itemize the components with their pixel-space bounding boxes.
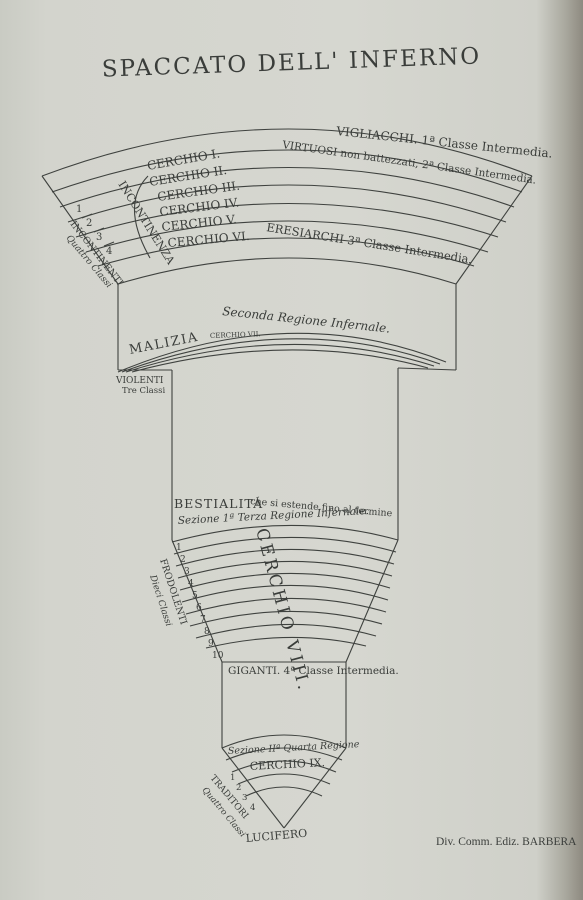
giudecca-class-4: 4 (250, 803, 255, 813)
class-number-1: 1 (76, 204, 82, 215)
bestialita-label: BESTIALITÁ (174, 496, 263, 511)
malebolge-left-edge (171, 539, 223, 663)
bolgia-arc (205, 636, 367, 649)
upper-hell-inner-arc (117, 257, 457, 285)
cocito-right-edge (283, 747, 347, 829)
bolgia-arc (185, 597, 387, 615)
class-number-3: 3 (96, 232, 102, 243)
ring-3 (67, 184, 507, 223)
class-number-4: 4 (106, 246, 112, 257)
class-number-2: 2 (86, 218, 92, 229)
cerchio-vii-arc-1 (117, 332, 447, 373)
incontinenza-bracket (133, 175, 151, 259)
upper-hell: CERCHIO I. CERCHIO II. CERCHIO III. CERC… (41, 124, 553, 290)
cocito-left-edge (221, 747, 285, 829)
upper-hell-right-edge (455, 175, 533, 285)
giudecca-class-2: 2 (236, 783, 241, 793)
class-divider (81, 213, 93, 219)
giganti-label: GIGANTI. 4ª Classe Intermedia. (228, 665, 399, 677)
ring-1 (51, 149, 523, 193)
bolgia-number-1: 1 (176, 543, 182, 553)
publisher-credit: Div. Comm. Ediz. BARBERA (436, 836, 577, 848)
bolgia-arc (181, 584, 389, 603)
bolgia-arc (171, 524, 399, 543)
cerchio-ix-arc (225, 747, 343, 761)
class-divider (93, 227, 105, 233)
bolgia-number-8: 8 (204, 627, 210, 637)
bolgia-number-9: 9 (208, 639, 214, 649)
cerchio-ix-arc (237, 773, 331, 785)
quarta-regione-label: Sezione IIª Quarta Regione (228, 739, 360, 757)
bolgia-number-10: 10 (212, 651, 224, 661)
bolgia-arc (173, 536, 397, 555)
cerchio-vii-label: CERCHIO VII. (210, 330, 261, 340)
malizia-base-right (397, 367, 457, 371)
class-divider (103, 241, 115, 247)
bolgia-number-5: 5 (192, 591, 198, 601)
violenti-label: VIOLENTI (115, 376, 164, 386)
malebolge-right-edge (345, 539, 399, 663)
upper-hell-left-edge (41, 175, 119, 285)
bolgia-number-6: 6 (196, 603, 202, 613)
malizia-region: MALIZIA Seconda Regione Infernale. CERCH… (115, 284, 457, 396)
cerchio-ix-label: CERCHIO IX. (249, 756, 325, 773)
upper-hell-outer-arc (41, 128, 533, 177)
malizia-label: MALIZIA (128, 330, 200, 358)
ring-4 (75, 203, 499, 238)
bolgia-number-7: 7 (200, 615, 206, 625)
eresiarchi-label: ERESIARCHI 3ª Classe Intermedia. (266, 220, 474, 266)
bolgia-number-3: 3 (184, 567, 190, 577)
giudecca-class-3: 3 (242, 793, 247, 803)
ring-6 (97, 237, 475, 267)
cerchio-ix-region: Sezione IIª Quarta Regione CERCHIO IX. 1… (200, 734, 360, 845)
bolgia-arc (177, 560, 393, 579)
tre-classi-label: Tre Classi (122, 386, 165, 396)
giudecca-class-1: 1 (230, 773, 235, 783)
ring-5 (85, 220, 489, 253)
bolgia-arc (189, 610, 383, 627)
cerchio-vii-arc-2 (121, 338, 441, 373)
bolgia-number-4: 4 (188, 579, 194, 589)
violenti-shaft: BESTIALITÁ che si estende fino al termin… (171, 368, 399, 540)
cerchio-vii-arc-3 (125, 343, 435, 373)
cerchio-ix-arc (221, 734, 347, 749)
bolgia-arc (175, 548, 395, 567)
bolgia-number-2: 2 (180, 555, 186, 565)
cerchio-vii-arc-4 (131, 349, 429, 373)
giganti-region: GIGANTI. 4ª Classe Intermedia. (221, 661, 399, 748)
lucifero-label: LUCIFERO (245, 827, 308, 845)
bolgia-arc (179, 572, 391, 591)
cerchio-ix-arc (231, 760, 337, 773)
ring-2 (59, 166, 515, 208)
cerchio-ix-arc (245, 786, 323, 797)
bolgia-arc (195, 623, 377, 639)
